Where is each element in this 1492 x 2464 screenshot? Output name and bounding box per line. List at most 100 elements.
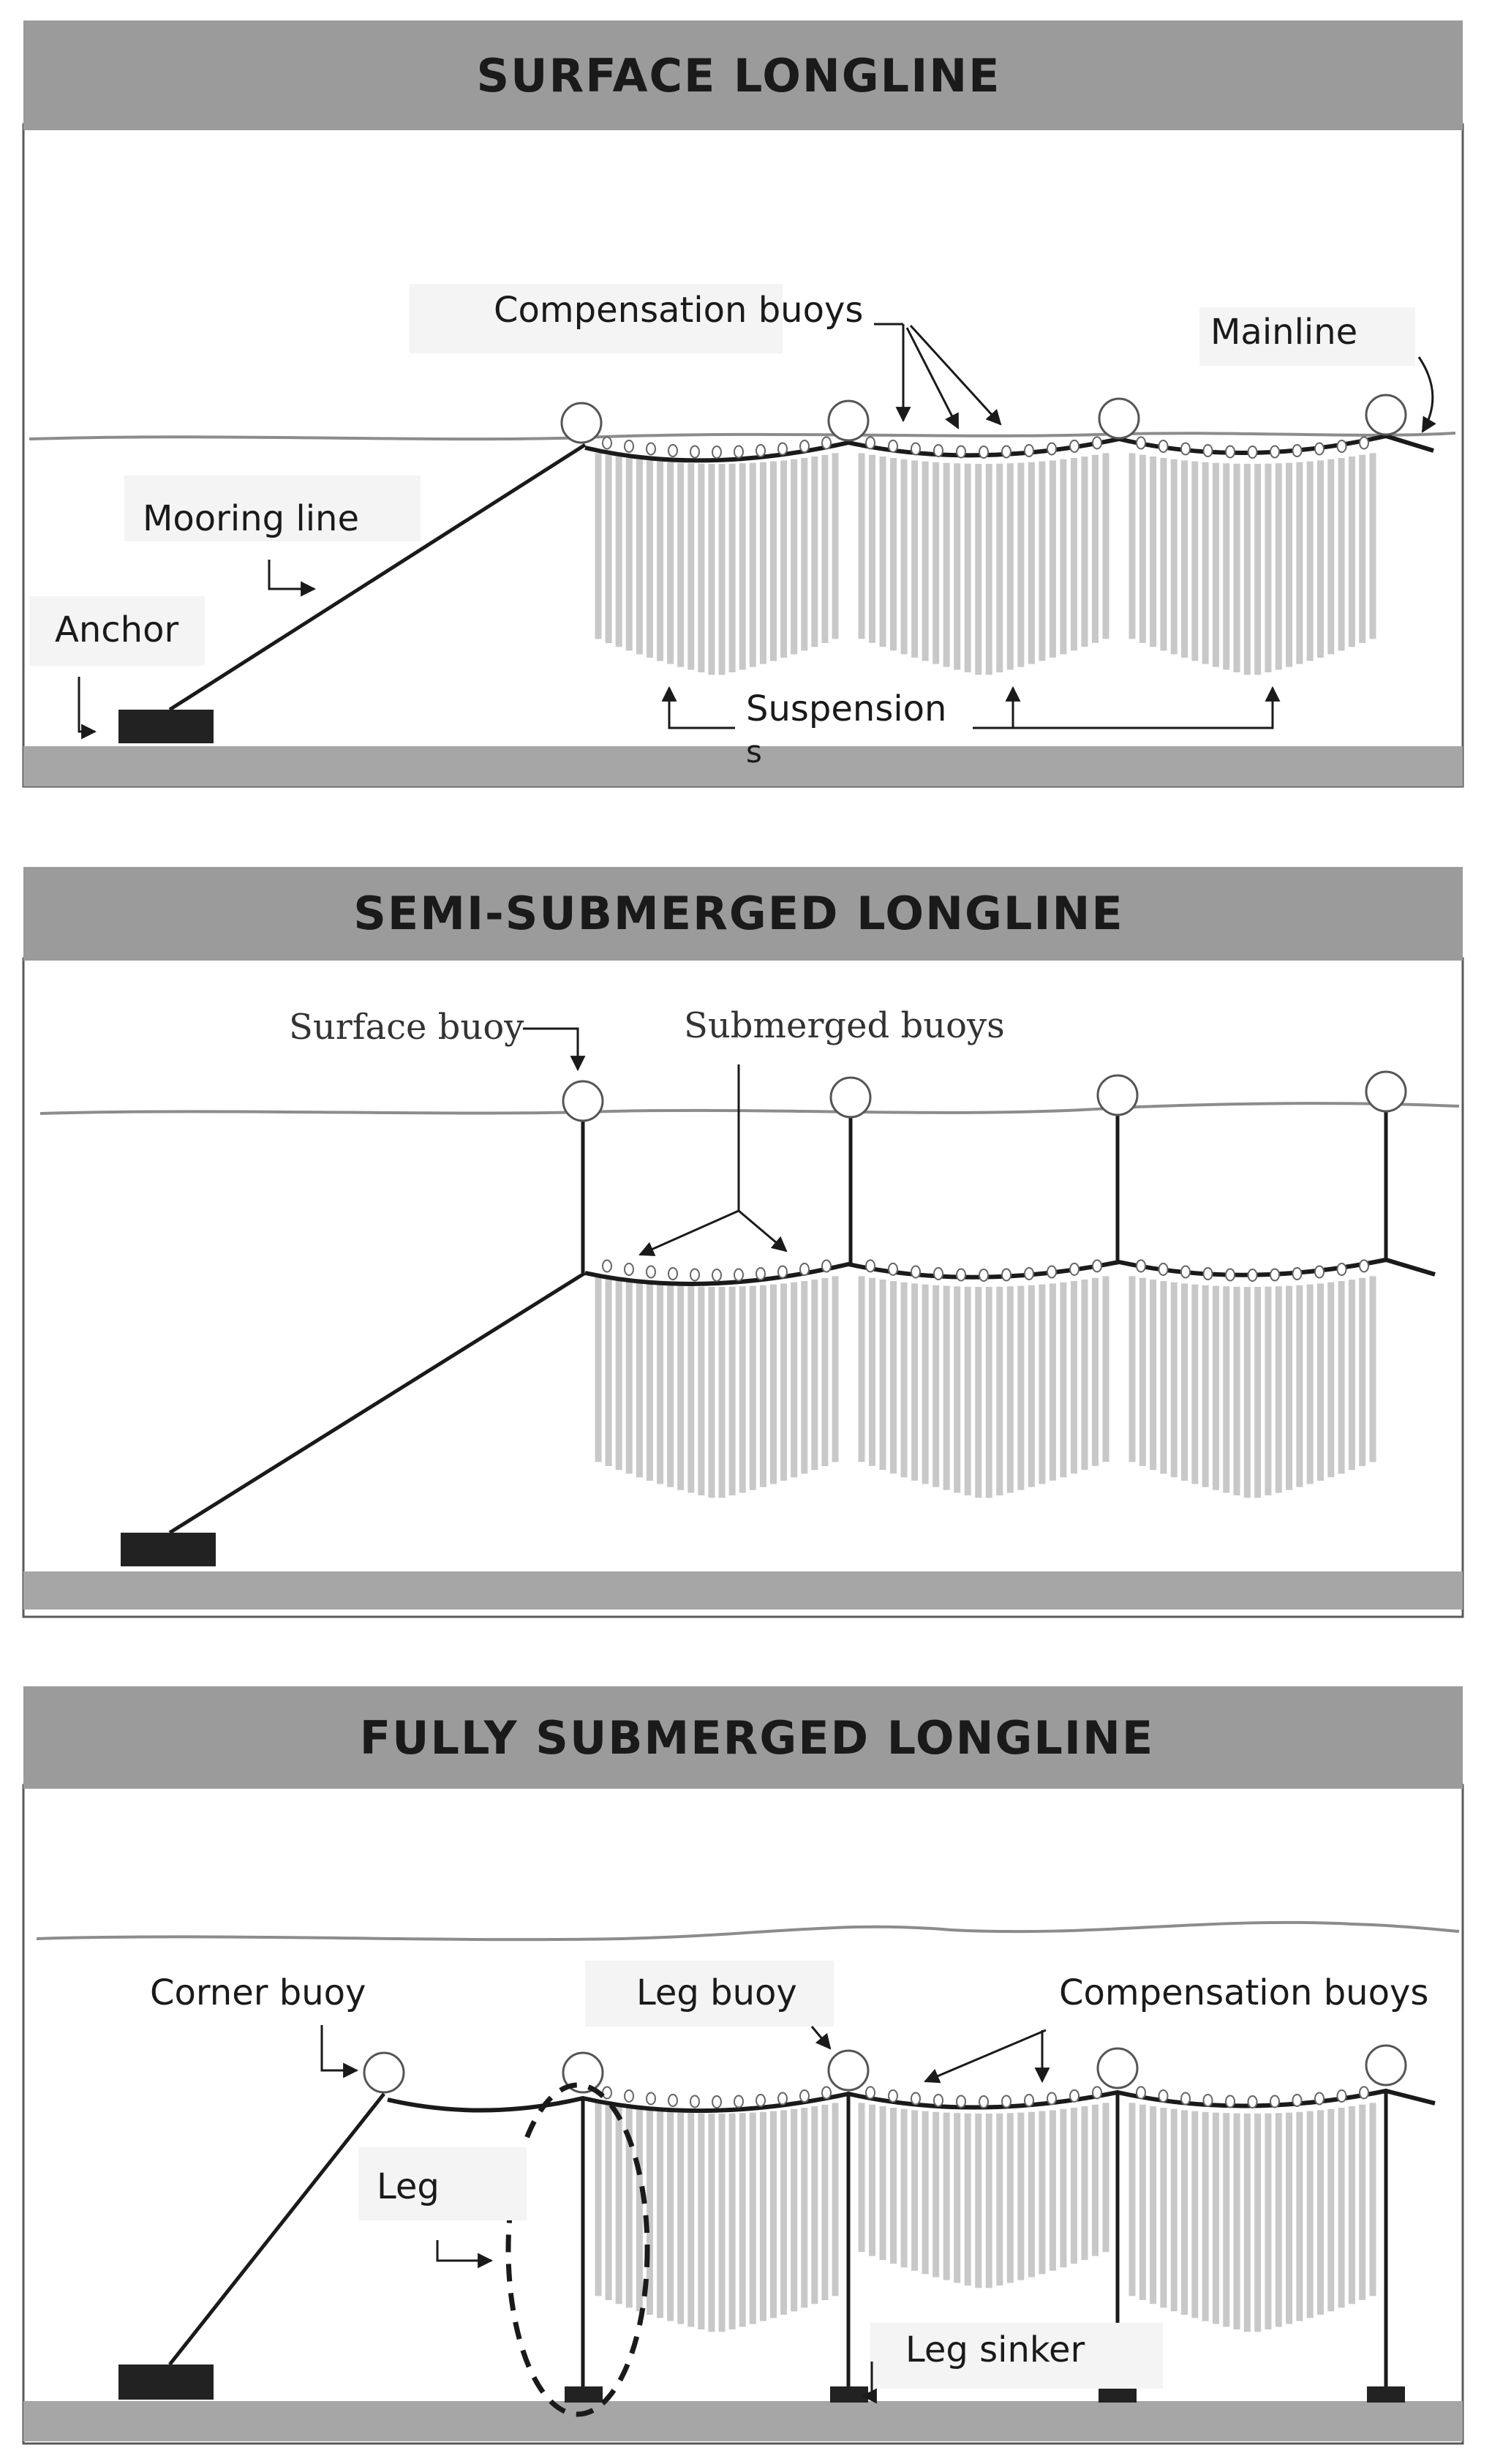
small-buoy [956,1268,966,1282]
leader-arrow [924,2029,1047,2084]
small-buoy [646,1265,656,1279]
label-compensation-buoys: Compensation buoys [494,290,863,331]
panel-header [23,867,1463,961]
leader-arrow [909,324,1002,426]
mooring-line [168,2092,385,2366]
small-buoy [712,1269,722,1282]
small-buoy [712,446,722,459]
leg-buoy [1096,2047,1139,2089]
seabed [23,1571,1463,1610]
leader-arrow [523,1027,586,1072]
small-buoy [1047,2092,1057,2106]
label-background [124,476,421,541]
water-surface [29,432,1456,441]
small-buoy [888,1262,898,1276]
small-buoy [777,442,788,456]
small-buoy [911,2092,921,2106]
small-buoy [933,1266,943,1280]
panel-surface-longline: SURFACE LONGLINE Compensation buoys Main… [22,20,1464,788]
leg-buoy [827,2049,870,2092]
small-buoy [956,445,966,459]
label-surface-buoy: Surface buoy [289,1007,524,1048]
small-buoy [1024,2093,1034,2107]
small-buoy [888,439,898,453]
surface-buoy [1365,1070,1407,1113]
small-buoy [646,2092,656,2106]
leader-arrow [78,677,97,740]
surface-buoy [1098,397,1140,440]
small-buoy [821,2086,832,2100]
small-buoy [1001,2095,1011,2108]
mooring-line [168,1271,587,1535]
small-buoy [1292,443,1303,457]
small-buoy [1270,445,1280,459]
label-mooring-line: Mooring line [143,498,359,539]
panel-frame [22,123,1464,788]
label-leg: Leg [377,2166,440,2207]
panel-title: SEMI-SUBMERGED LONGLINE [353,887,1123,940]
small-buoy [956,2095,966,2108]
surface-buoy [829,1076,872,1119]
small-buoy [1359,1259,1369,1273]
small-buoy [979,1269,989,1282]
surface-buoy [1096,1074,1139,1116]
small-buoy [1247,446,1258,459]
leader-arrow [738,1209,788,1252]
small-buoy [911,442,921,456]
small-buoy [734,2095,744,2108]
leg-buoy [1365,2044,1407,2086]
small-buoy [821,1259,832,1273]
leader-arrow [320,2025,359,2078]
suspension-group [595,453,1376,675]
small-buoy [1202,1266,1213,1280]
small-buoy [1136,436,1146,450]
small-buoy [1024,1266,1034,1280]
surface-buoy [827,399,870,442]
leader-arrow [268,560,317,597]
small-buoy [1202,2093,1213,2107]
small-buoy [756,2094,766,2107]
small-buoy [1069,439,1080,453]
leg-buoy [562,2051,604,2094]
leg-sinker [830,2386,868,2403]
surface-buoy [560,402,603,444]
label-background [29,596,205,666]
panel-fully-submerged-longline: FULLY SUBMERGED LONGLINE Corner buoy Leg… [22,1686,1464,2445]
label-leg-sinker: Leg sinker [905,2329,1085,2370]
small-buoy [979,2095,989,2108]
label-anchor: Anchor [55,609,178,650]
small-buoy [865,2086,875,2100]
label-suspensions: Suspension [746,688,946,729]
small-buoy [1180,1265,1191,1279]
small-buoy [1314,2092,1325,2106]
small-buoy [668,2094,678,2107]
small-buoy [1314,442,1325,456]
submerged-buoys [602,1259,1369,1282]
leg-sinker [565,2386,603,2403]
leader-arrow [861,2362,877,2404]
small-buoy [1047,442,1057,456]
small-buoy [933,2093,943,2107]
small-buoy [1180,2092,1191,2106]
small-buoy [624,1263,634,1276]
label-background [870,2323,1163,2389]
panel-title: SURFACE LONGLINE [477,49,1001,102]
label-background [410,284,783,353]
label-corner-buoy: Corner buoy [150,1972,366,2013]
corner-buoy [363,2051,405,2094]
small-buoy [1092,2086,1102,2100]
small-buoy [668,1267,678,1280]
small-buoy [602,2086,612,2100]
small-buoy [799,440,810,453]
mainline [387,2088,1436,2114]
small-buoy [624,440,634,453]
anchor-block [121,1533,216,1566]
small-buoy [865,1259,875,1273]
small-buoy [1225,445,1235,459]
small-buoy [668,444,678,457]
small-buoy [799,2089,810,2103]
leader-arrow [810,2026,832,2050]
small-buoy [1314,1265,1325,1279]
small-buoy [734,1268,744,1282]
